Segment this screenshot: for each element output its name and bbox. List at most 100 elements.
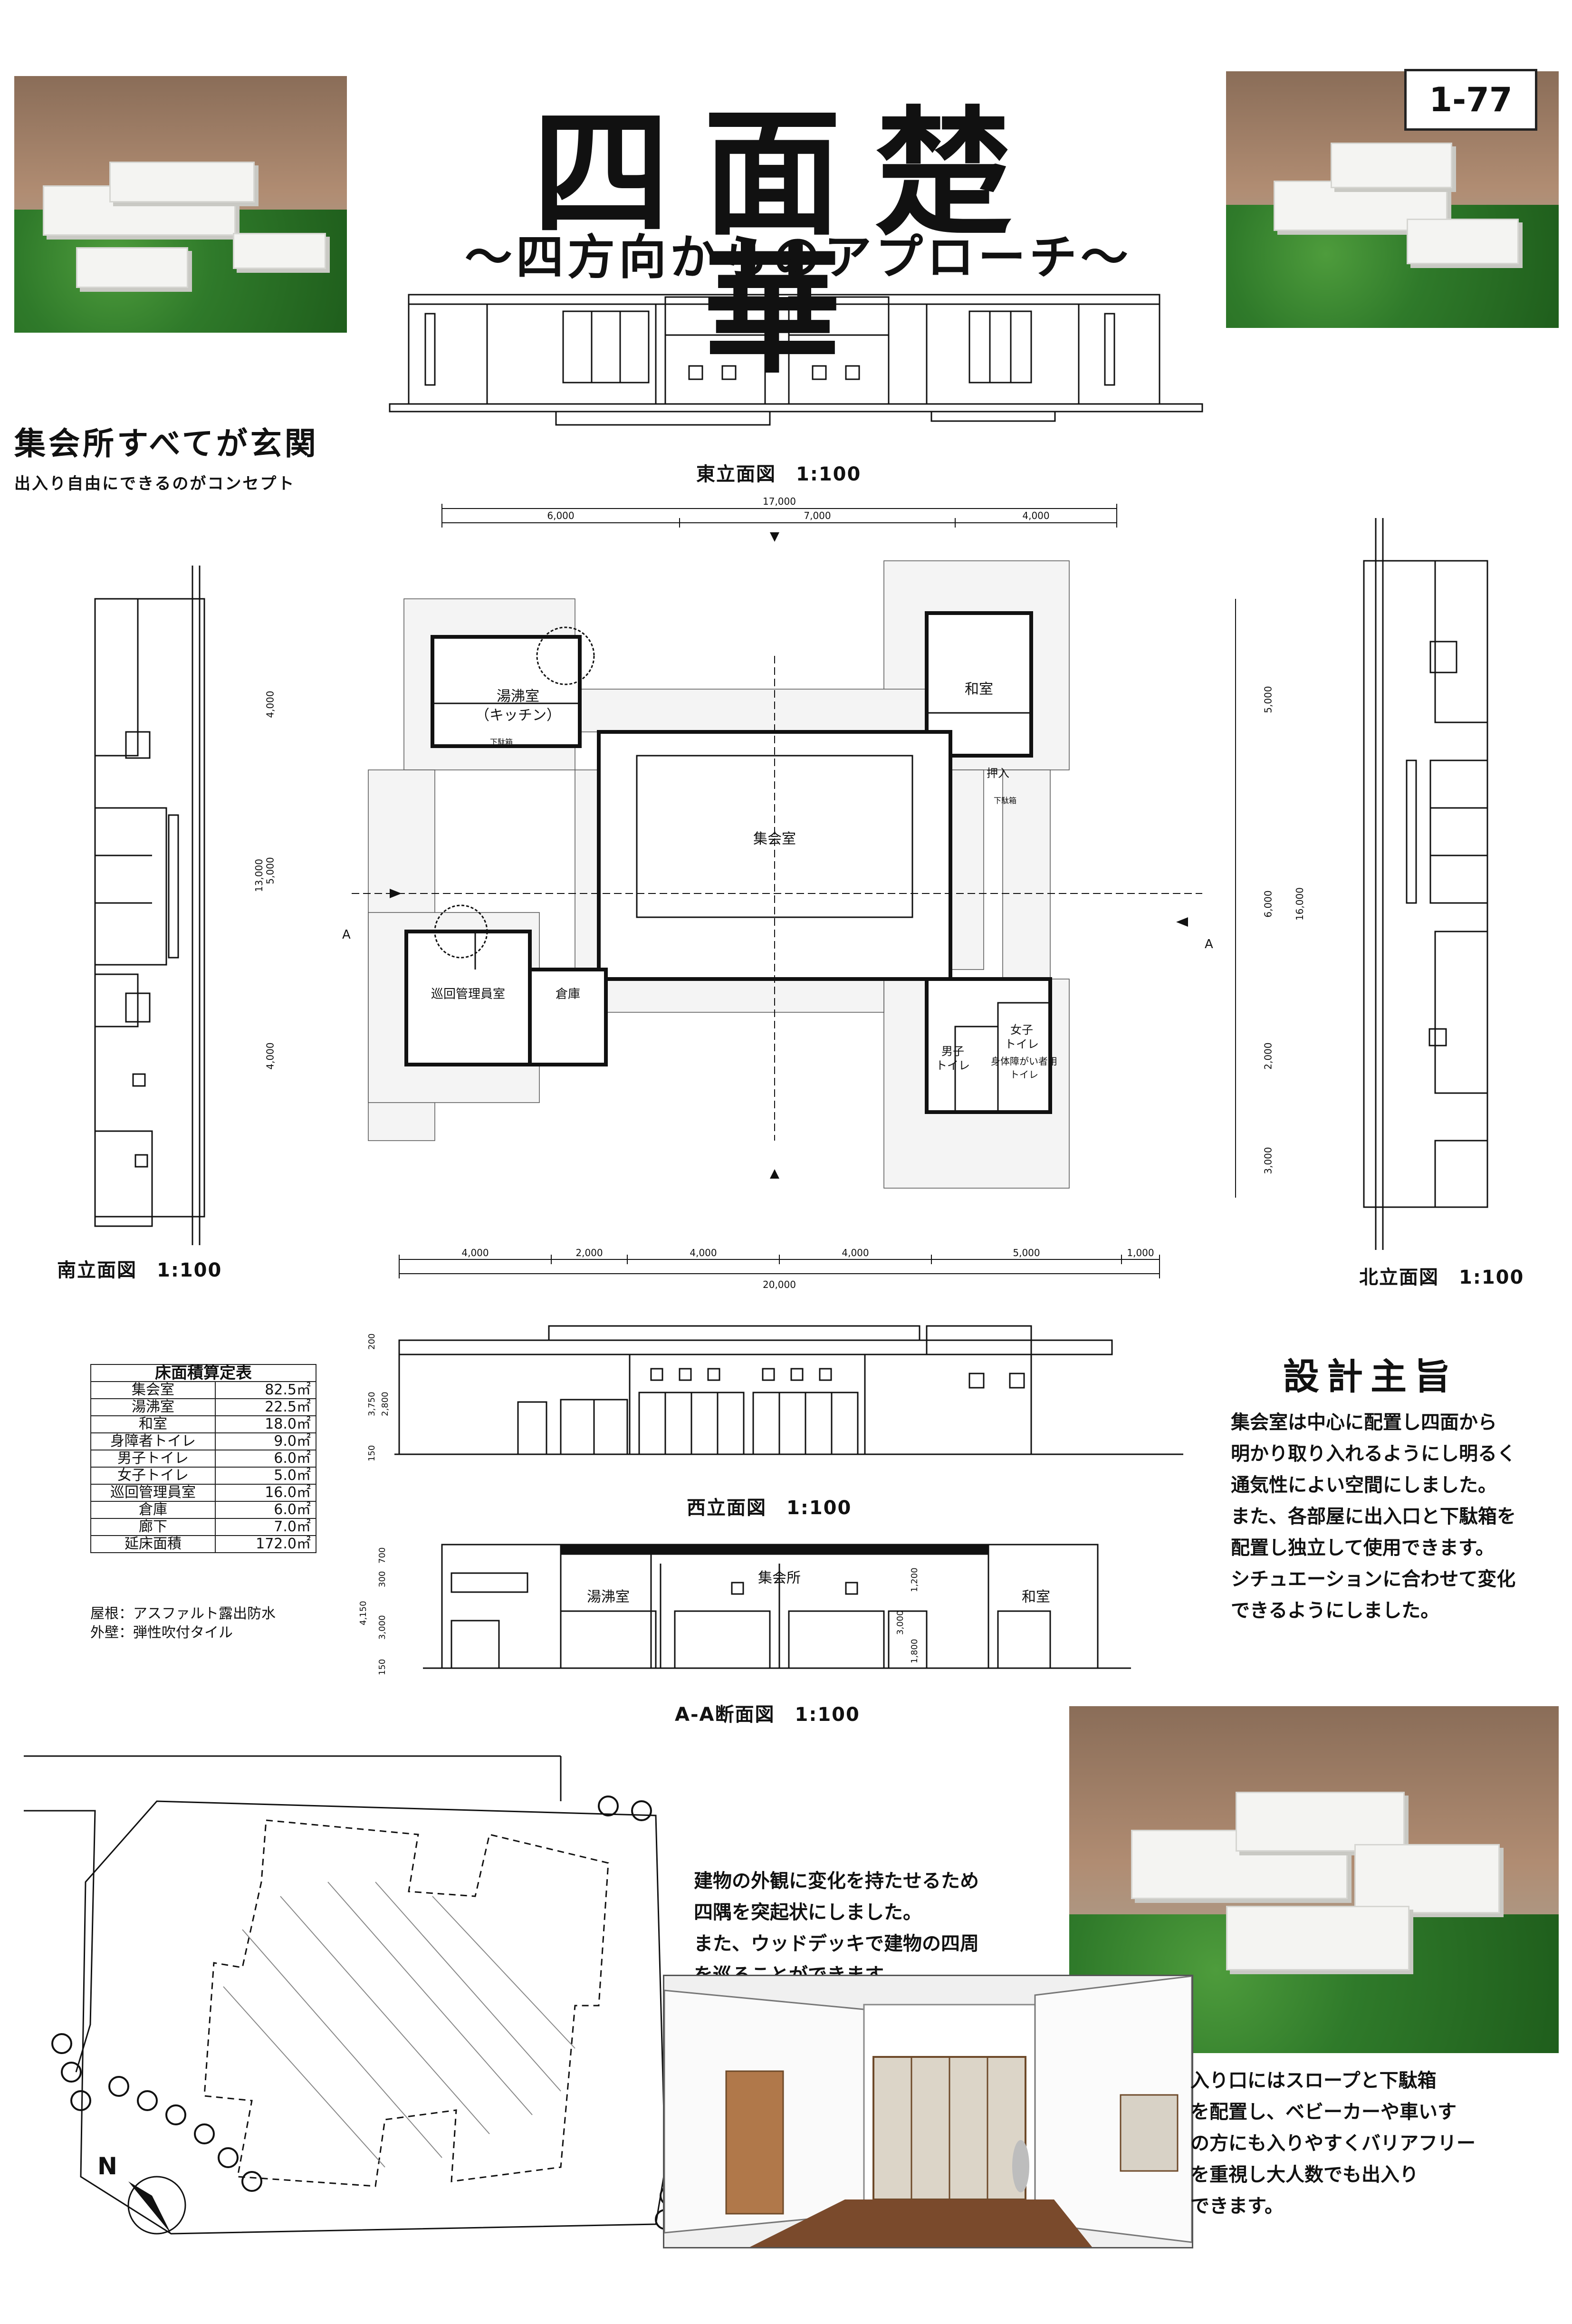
east-elevation-drawing: [389, 294, 1203, 426]
section-dim-5: 150: [377, 1659, 387, 1675]
dim-right-2: 6,000: [1262, 890, 1274, 918]
dim-top-2: 7,000: [804, 510, 831, 521]
dim-left-2: 5,000: [264, 857, 276, 884]
room-closet: 押入: [987, 767, 1009, 780]
dim-right-total: 16,000: [1294, 887, 1305, 921]
site-plan-drawing: N: [24, 1755, 681, 2235]
section-dim-1: 700: [377, 1547, 387, 1564]
west-dim-1: 200: [367, 1334, 377, 1350]
dim-bottom-1: 4,000: [461, 1247, 489, 1258]
area-name: 身障者トイレ: [90, 1432, 216, 1450]
dim-left-total: 13,000: [253, 859, 265, 892]
area-value: 5.0㎡: [215, 1467, 316, 1485]
section-dim-2: 300: [377, 1571, 387, 1587]
design-intent-heading: 設計主旨: [1283, 1355, 1458, 1398]
entrance-note-line: 入り口にはスロープと下駄箱: [1190, 2070, 1437, 2092]
west-dim-5: 150: [367, 1445, 377, 1461]
dim-left-3: 4,000: [264, 1042, 276, 1070]
entrance-note: 入り口にはスロープと下駄箱 を配置し、ベビーカーや車いす の方にも入りやすくバリ…: [1190, 2065, 1476, 2222]
dim-bottom-4: 4,000: [842, 1247, 869, 1258]
material-wall: 外壁：弾性吹付タイル: [90, 1624, 233, 1641]
room-women: 女子: [1010, 1023, 1033, 1037]
design-intent-text: 集会室は中心に配置し四面から 明かり取り入れるようにし明るく 通気性によい空間に…: [1231, 1407, 1554, 1626]
section-dim-4: 3,000: [377, 1615, 387, 1640]
room-manager: 巡回管理員室: [431, 987, 505, 1001]
south-elevation-caption: 南立面図 1:100: [57, 1259, 222, 1281]
dim-right-group: 5,000 6,000 2,000 3,000 16,000: [1255, 608, 1305, 1207]
intent-line: できるようにしました。: [1231, 1600, 1440, 1622]
area-name: 湯沸室: [90, 1398, 216, 1416]
section-dim-6: 1,200: [910, 1567, 920, 1592]
entrance-note-line: を配置し、ベビーカーや車いす: [1190, 2101, 1457, 2123]
west-dim-4: 2,800: [380, 1392, 390, 1416]
entrance-note-line: を重視し大人数でも出入り: [1190, 2164, 1419, 2186]
area-name: 廊下: [90, 1518, 216, 1536]
section-caption: A-A断面図 1:100: [675, 1704, 860, 1726]
page-title: 四面楚華: [532, 93, 1045, 392]
model-photo-top-left: [14, 76, 347, 333]
concept-heading: 集会所すべてが玄関: [14, 425, 319, 462]
area-value: 22.5㎡: [215, 1398, 316, 1416]
room-women-2: トイレ: [1005, 1037, 1039, 1051]
sheet-number: 1-77: [1404, 69, 1537, 131]
area-value: 16.0㎡: [215, 1484, 316, 1502]
material-roof: 屋根：アスファルト露出防水: [90, 1605, 276, 1622]
north-arrow: N: [97, 2152, 186, 2235]
shoe-box-2: 下駄箱: [994, 796, 1016, 805]
entrance-note-line: の方にも入りやすくバリアフリー: [1190, 2132, 1476, 2154]
shoe-box-1: 下駄箱: [490, 738, 513, 747]
room-storage: 倉庫: [556, 987, 580, 1001]
site-note-line: 四隅を突起状にしました。: [694, 1901, 922, 1923]
floor-plan-drawing: 17,000 6,000 7,000 4,000 湯沸室: [342, 496, 1236, 1290]
page-subtitle: ～四方向からのアプローチ～: [465, 229, 1132, 285]
south-elevation-drawing: [94, 566, 205, 1245]
room-kitchen: 湯沸室: [497, 688, 539, 705]
dim-left-1: 4,000: [264, 691, 276, 718]
entrance-perspective-render: [663, 1975, 1193, 2248]
entrance-note-line: できます。: [1190, 2195, 1284, 2217]
area-name: 男子トイレ: [90, 1450, 216, 1468]
room-japanese: 和室: [965, 681, 993, 698]
room-men-2: トイレ: [936, 1059, 970, 1072]
dim-bottom-6: 1,000: [1127, 1247, 1154, 1258]
area-value: 6.0㎡: [215, 1450, 316, 1468]
area-name: 巡回管理員室: [90, 1484, 216, 1502]
north-elevation-caption: 北立面図 1:100: [1359, 1267, 1524, 1288]
area-value: 82.5㎡: [215, 1381, 316, 1399]
dim-bottom-3: 4,000: [690, 1247, 717, 1258]
section-label-hall: 集会所: [758, 1570, 801, 1586]
dim-right-4: 3,000: [1262, 1147, 1274, 1174]
section-dim-7: 3,000: [895, 1610, 905, 1635]
area-value: 9.0㎡: [215, 1432, 316, 1450]
area-name: 延床面積: [90, 1535, 216, 1553]
concept-subheading: 出入り自由にできるのがコンセプト: [14, 474, 296, 493]
section-mark-left: A: [342, 928, 351, 942]
model-photo-top-right: [1226, 71, 1559, 328]
north-letter: N: [97, 2152, 117, 2180]
area-name: 倉庫: [90, 1501, 216, 1519]
section-dim-3: 4,150: [358, 1601, 368, 1625]
section-drawing: 湯沸室 集会所 和室 700 300 4,150 3,000 150 1,200…: [358, 1544, 1131, 1675]
section-mark-right: A: [1205, 937, 1213, 951]
room-kitchen-sub: （キッチン）: [475, 707, 561, 724]
area-name: 和室: [90, 1415, 216, 1433]
dim-right-3: 2,000: [1262, 1042, 1274, 1070]
dim-bottom-total: 20,000: [763, 1279, 796, 1290]
section-label-japanese: 和室: [1022, 1589, 1050, 1605]
intent-line: シチュエーションに合わせて変化: [1231, 1568, 1516, 1590]
site-note-line: 建物の外観に変化を持たせるため: [694, 1870, 979, 1892]
section-dim-8: 1,800: [910, 1639, 920, 1663]
intent-line: 集会室は中心に配置し四面から: [1231, 1412, 1497, 1433]
area-value: 172.0㎡: [215, 1535, 316, 1553]
dim-top-1: 6,000: [547, 510, 574, 521]
intent-line: 通気性によい空間にしました。: [1231, 1474, 1497, 1496]
area-name: 女子トイレ: [90, 1467, 216, 1485]
area-value: 6.0㎡: [215, 1501, 316, 1519]
room-accessible-2: トイレ: [1010, 1069, 1038, 1080]
